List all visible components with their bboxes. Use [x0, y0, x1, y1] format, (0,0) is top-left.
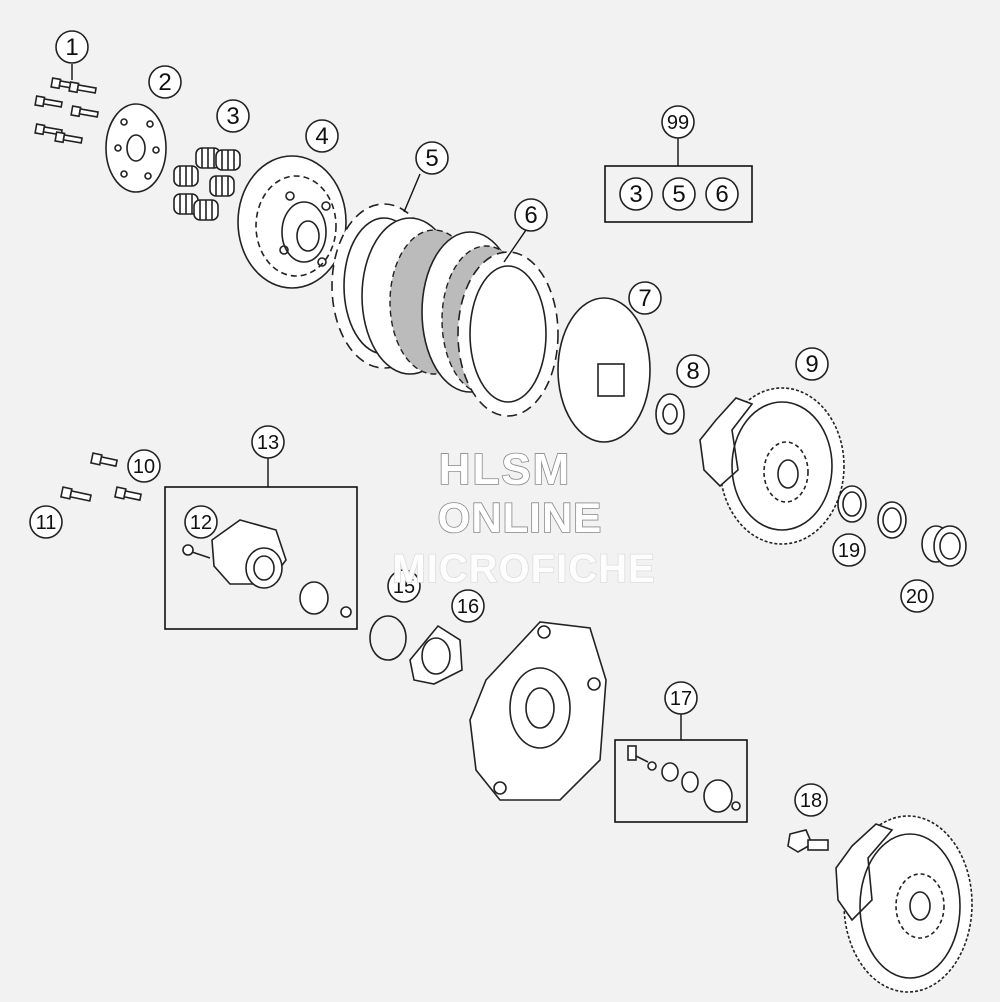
part-2-plate: [105, 103, 167, 193]
part-20-bushing: [921, 525, 967, 567]
svg-text:16: 16: [457, 596, 479, 618]
callout-3[interactable]: 3: [216, 99, 250, 133]
callout-17[interactable]: 17: [664, 681, 698, 715]
callout-6[interactable]: 6: [514, 198, 548, 232]
svg-text:3: 3: [226, 103, 239, 130]
svg-text:18: 18: [800, 790, 822, 812]
svg-text:6: 6: [524, 202, 537, 229]
svg-text:3: 3: [629, 181, 642, 208]
callout-15[interactable]: 15: [387, 569, 421, 603]
callout-4[interactable]: 4: [305, 119, 339, 153]
part-1-bolts: [34, 77, 99, 144]
part-3-springs: [173, 147, 241, 221]
part-8-washer: [655, 393, 685, 435]
callout-16[interactable]: 16: [451, 589, 485, 623]
part-17-kit-box: [614, 739, 748, 823]
part-11-screw: [60, 486, 92, 502]
svg-text:10: 10: [133, 456, 155, 478]
part-16-gasket: [409, 624, 463, 685]
part-18-bolt: [787, 829, 829, 853]
svg-text:6: 6: [715, 181, 728, 208]
part-19-bearings: [837, 485, 907, 539]
part-10-screws: [90, 452, 143, 502]
part-15-o-ring: [369, 615, 407, 661]
part-9-clutch-basket: [699, 387, 845, 545]
leader-lines: [71, 64, 682, 740]
svg-text:4: 4: [315, 123, 328, 150]
callout-9[interactable]: 9: [795, 347, 829, 381]
clutch-cover: [469, 621, 607, 801]
svg-text:19: 19: [838, 540, 860, 562]
lower-clutch-basket: [835, 815, 973, 993]
watermark: HLSM ONLINE MICROFICHE: [392, 444, 656, 592]
svg-text:15: 15: [393, 576, 415, 598]
svg-text:7: 7: [638, 285, 651, 312]
callout-1[interactable]: 1: [55, 30, 89, 64]
part-4-hub: [237, 155, 347, 289]
callout-10[interactable]: 10: [127, 449, 161, 483]
kit-item-6: 6: [705, 177, 739, 211]
watermark-line3: MICROFICHE: [392, 547, 655, 591]
callout-11[interactable]: 11: [29, 505, 63, 539]
watermark-line1: HLSM: [439, 445, 572, 494]
callout-2[interactable]: 2: [148, 65, 182, 99]
svg-text:20: 20: [906, 586, 928, 608]
watermark-line2: ONLINE: [438, 494, 603, 541]
svg-text:5: 5: [425, 145, 438, 172]
svg-text:12: 12: [190, 512, 212, 534]
svg-text:9: 9: [805, 351, 818, 378]
svg-text:1: 1: [65, 34, 78, 61]
callout-7[interactable]: 7: [628, 281, 662, 315]
callout-18[interactable]: 18: [794, 783, 828, 817]
svg-text:13: 13: [257, 432, 279, 454]
kit-99-box: 3 5 6: [604, 138, 753, 223]
part-7-thrust-plate: [557, 297, 651, 443]
svg-text:11: 11: [36, 512, 57, 534]
callout-12[interactable]: 12: [184, 505, 218, 539]
svg-text:17: 17: [670, 688, 692, 710]
svg-text:2: 2: [158, 69, 171, 96]
callout-13[interactable]: 13: [251, 425, 285, 459]
part-12-bleeder: [182, 544, 211, 559]
callout-99[interactable]: 99: [661, 105, 695, 139]
part-13-slave-cylinder-box: [164, 486, 358, 630]
part-6-steel-discs: [421, 231, 559, 417]
callout-19[interactable]: 19: [832, 533, 866, 567]
svg-text:8: 8: [686, 358, 699, 385]
kit-item-5: 5: [662, 177, 696, 211]
callout-20[interactable]: 20: [900, 579, 934, 613]
svg-text:5: 5: [672, 181, 685, 208]
kit-item-3: 3: [619, 177, 653, 211]
svg-text:99: 99: [667, 112, 689, 134]
callout-8[interactable]: 8: [676, 354, 710, 388]
callouts: 1 2 3 4 5 6 7 8 9 10 11 12 13 15 16 17 1…: [29, 30, 934, 817]
callout-5[interactable]: 5: [415, 141, 449, 175]
